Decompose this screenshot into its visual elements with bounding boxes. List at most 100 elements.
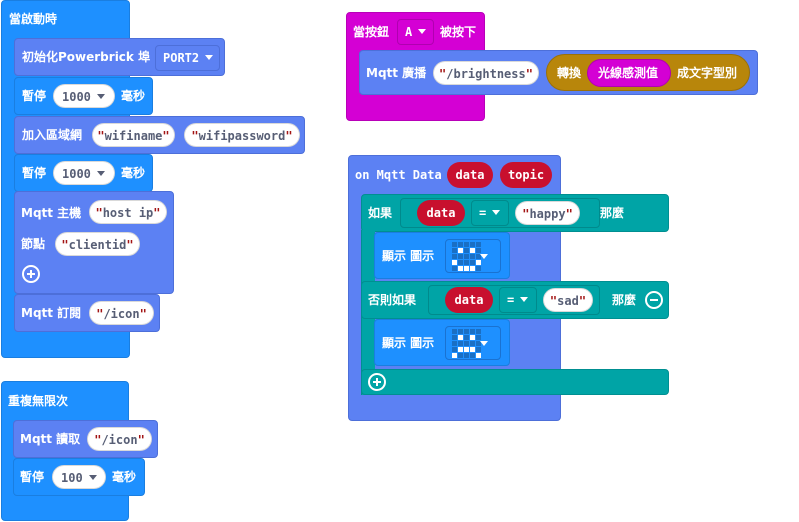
pause-duration-value: 100 [61,471,83,485]
client-id-input[interactable]: "clientid" [55,232,140,256]
chevron-down-icon [96,171,105,176]
mqtt-publish-block[interactable]: Mqtt 廣播 "/brightness" 轉換 光線感測值 成文字型別 [359,50,758,95]
read-topic-input[interactable]: "/icon" [87,427,152,451]
pause-unit: 毫秒 [121,166,146,180]
port-value: PORT2 [163,51,200,65]
compare-value-input[interactable]: "happy" [515,201,580,225]
led-pixel [476,248,481,253]
led-pixel [470,242,475,247]
compare-condition[interactable]: data = "sad" [428,285,600,315]
data-param[interactable]: data [447,162,493,188]
led-pixel [458,242,463,247]
led-pixel [470,266,475,271]
data-variable[interactable]: data [417,200,465,226]
light-level-reporter[interactable]: 光線感測值 [587,59,671,87]
wifi-ssid-input[interactable]: "wifiname" [92,123,175,147]
operator-dropdown[interactable]: = [471,200,509,226]
show-icon-block[interactable]: 顯示 圖示 [374,319,510,366]
port-dropdown[interactable]: PORT2 [155,45,220,71]
join-wifi-label: 加入區域網 [22,128,83,142]
happy-face-icon [452,242,482,272]
icon-picker[interactable] [445,326,501,360]
button-dropdown[interactable]: A [397,19,434,45]
led-pixel [458,347,463,352]
mqtt-host-block[interactable]: Mqtt 主機 "host ip" 節點 "clientid" [14,191,174,294]
subscribe-topic-input[interactable]: "/icon" [89,301,154,325]
led-pixel [464,248,469,253]
if-row: 如果 data = "happy" 那麼 [361,194,669,232]
pause-duration-dropdown[interactable]: 100 [52,465,106,489]
led-pixel [470,341,475,346]
wifi-password-value: wifipassword [198,129,286,143]
join-wifi-block[interactable]: 加入區域網 "wifiname" "wifipassword" [14,116,305,154]
led-pixel [458,260,463,265]
mqtt-publish-label: Mqtt 廣播 [366,66,427,80]
publish-topic-input[interactable]: "/brightness" [433,61,539,85]
led-pixel [476,341,481,346]
compare-value-input[interactable]: "sad" [543,288,593,312]
pause-label: 暫停 [22,166,47,180]
init-powerbrick-block[interactable]: 初始化Powerbrick 埠 PORT2 [14,38,225,76]
client-id-value: clientid [68,238,127,252]
led-pixel [452,248,457,253]
show-icon-block[interactable]: 顯示 圖示 [374,232,510,279]
data-variable[interactable]: data [445,287,493,313]
compare-condition[interactable]: data = "happy" [400,198,600,228]
pause-label: 暫停 [22,89,47,103]
led-pixel [452,329,457,334]
mqtt-host-input[interactable]: "host ip" [89,200,167,224]
subscribe-topic-value: /icon [103,307,140,321]
led-pixel [476,335,481,340]
pause-unit: 毫秒 [112,470,137,484]
pause-duration-value: 1000 [62,90,91,104]
operator-dropdown[interactable]: = [499,287,537,313]
pause-block[interactable]: 暫停 1000 毫秒 [14,154,153,192]
led-pixel [476,260,481,265]
on-button-prefix: 當按鈕 [353,25,390,39]
sad-face-icon [452,329,482,359]
led-pixel [470,335,475,340]
pause-unit: 毫秒 [121,89,146,103]
led-pixel [470,248,475,253]
mqtt-host-label: Mqtt 主機 [21,206,82,220]
topic-param[interactable]: topic [500,162,552,188]
led-pixel [458,248,463,253]
add-param-plus-icon[interactable] [22,265,40,283]
led-pixel [470,329,475,334]
led-pixel [476,254,481,259]
led-pixel [464,353,469,358]
led-pixel [458,329,463,334]
if-elseif-block[interactable]: 如果 data = "happy" 那麼 顯示 圖示 否則如果 data = [361,194,669,395]
led-pixel [458,266,463,271]
icon-picker[interactable] [445,239,501,273]
mqtt-read-block[interactable]: Mqtt 讀取 "/icon" [13,420,158,458]
led-pixel [470,254,475,259]
led-pixel [464,260,469,265]
mqtt-host-value: host ip [102,206,154,220]
operator-value: = [507,293,515,307]
pause-block[interactable]: 暫停 100 毫秒 [13,458,145,496]
pause-duration-dropdown[interactable]: 1000 [53,161,115,185]
pause-duration-dropdown[interactable]: 1000 [53,84,115,108]
mqtt-subscribe-label: Mqtt 訂閱 [21,306,82,320]
led-pixel [452,254,457,259]
mqtt-subscribe-block[interactable]: Mqtt 訂閱 "/icon" [14,294,160,332]
if-label: 如果 [368,206,393,220]
wifi-password-input[interactable]: "wifipassword" [184,123,300,147]
remove-elseif-minus-icon[interactable] [645,291,663,309]
if-footer [361,369,669,395]
add-elseif-plus-icon[interactable] [368,373,386,391]
led-pixel [458,341,463,346]
led-pixel [464,266,469,271]
convert-to-text-block[interactable]: 轉換 光線感測值 成文字型別 [546,54,750,91]
compare-value: sad [557,294,579,308]
pause-block[interactable]: 暫停 1000 毫秒 [14,77,153,115]
chevron-down-icon [520,297,529,302]
wifi-ssid-value: wifiname [104,129,163,143]
chevron-down-icon [480,341,488,346]
then-label: 那麼 [600,206,625,220]
led-pixel [458,254,463,259]
led-pixel [476,266,481,271]
chevron-down-icon [480,254,488,259]
led-pixel [470,260,475,265]
